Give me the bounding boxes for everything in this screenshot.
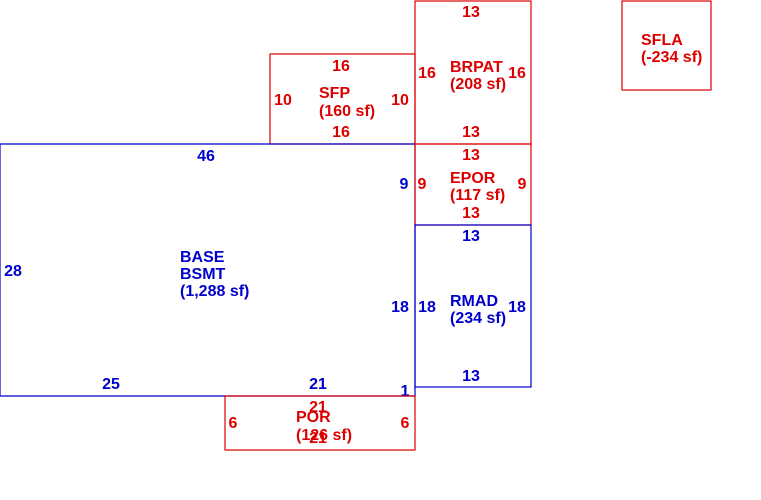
rmad-dim-left: 18	[418, 299, 436, 316]
base-dim-notch: 1	[401, 383, 410, 400]
brpat-dim-right: 16	[508, 65, 526, 82]
sfp-area[interactable]: 16 16 10 10 SFP (160 sf)	[269, 53, 416, 145]
base-dim-bottom-left: 25	[102, 376, 120, 393]
base-area[interactable]: 46 28 25 21 18 9 1 BASE BSMT (1,288 sf)	[0, 143, 416, 400]
sfla-label-area: (-234 sf)	[641, 49, 702, 66]
brpat-area[interactable]: 13 13 16 16 BRPAT (208 sf)	[414, 0, 532, 145]
brpat-dim-bottom: 13	[462, 124, 480, 141]
base-dim-right: 18	[391, 299, 409, 316]
por-area[interactable]: 21 21 6 6 POR (126 sf)	[224, 395, 416, 451]
sfp-dim-left: 10	[274, 92, 292, 109]
sfp-dim-right: 10	[391, 92, 409, 109]
brpat-dim-top: 13	[462, 4, 480, 21]
rmad-label-area: (234 sf)	[450, 310, 506, 327]
sfp-label-name: SFP	[319, 85, 350, 102]
epor-label-area: (117 sf)	[450, 187, 505, 204]
epor-dim-bottom: 13	[462, 205, 480, 222]
brpat-label-area: (208 sf)	[450, 76, 506, 93]
rmad-dim-top: 13	[462, 228, 480, 245]
rmad-label-name: RMAD	[450, 293, 498, 310]
sfp-dim-top: 16	[332, 58, 350, 75]
brpat-dim-left: 16	[418, 65, 436, 82]
sfp-label-area: (160 sf)	[319, 103, 375, 120]
brpat-label-name: BRPAT	[450, 59, 503, 76]
por-label-name: POR	[296, 409, 331, 426]
rmad-dim-right: 18	[508, 299, 526, 316]
por-dim-right: 6	[401, 415, 410, 432]
epor-area[interactable]: 13 13 9 9 EPOR (117 sf)	[414, 143, 532, 226]
rmad-area[interactable]: 13 13 18 18 RMAD (234 sf)	[414, 224, 532, 388]
base-label-area: (1,288 sf)	[180, 283, 249, 300]
epor-dim-right: 9	[518, 176, 527, 193]
sfla-outline	[621, 0, 712, 91]
rmad-outline	[414, 224, 532, 388]
rmad-dim-bottom: 13	[462, 368, 480, 385]
epor-label-name: EPOR	[450, 170, 496, 187]
por-dim-left: 6	[229, 415, 238, 432]
por-dim-bottom: 21	[309, 430, 327, 447]
sfp-dim-bottom: 16	[332, 124, 350, 141]
base-dim-right-upper: 9	[400, 176, 409, 193]
por-outline	[224, 395, 416, 451]
epor-dim-top: 13	[462, 147, 480, 164]
base-label-name: BASE	[180, 249, 225, 266]
base-dim-left: 28	[4, 263, 22, 280]
sfla-label-name: SFLA	[641, 32, 683, 49]
por-label-area: (126 sf)	[296, 427, 352, 444]
base-dim-top: 46	[197, 148, 215, 165]
epor-dim-left: 9	[418, 176, 427, 193]
por-dim-top: 21	[309, 399, 327, 416]
sfla-area[interactable]: SFLA (-234 sf)	[621, 0, 712, 91]
base-label-sub: BSMT	[180, 266, 226, 283]
base-dim-bottom-right: 21	[309, 376, 327, 393]
